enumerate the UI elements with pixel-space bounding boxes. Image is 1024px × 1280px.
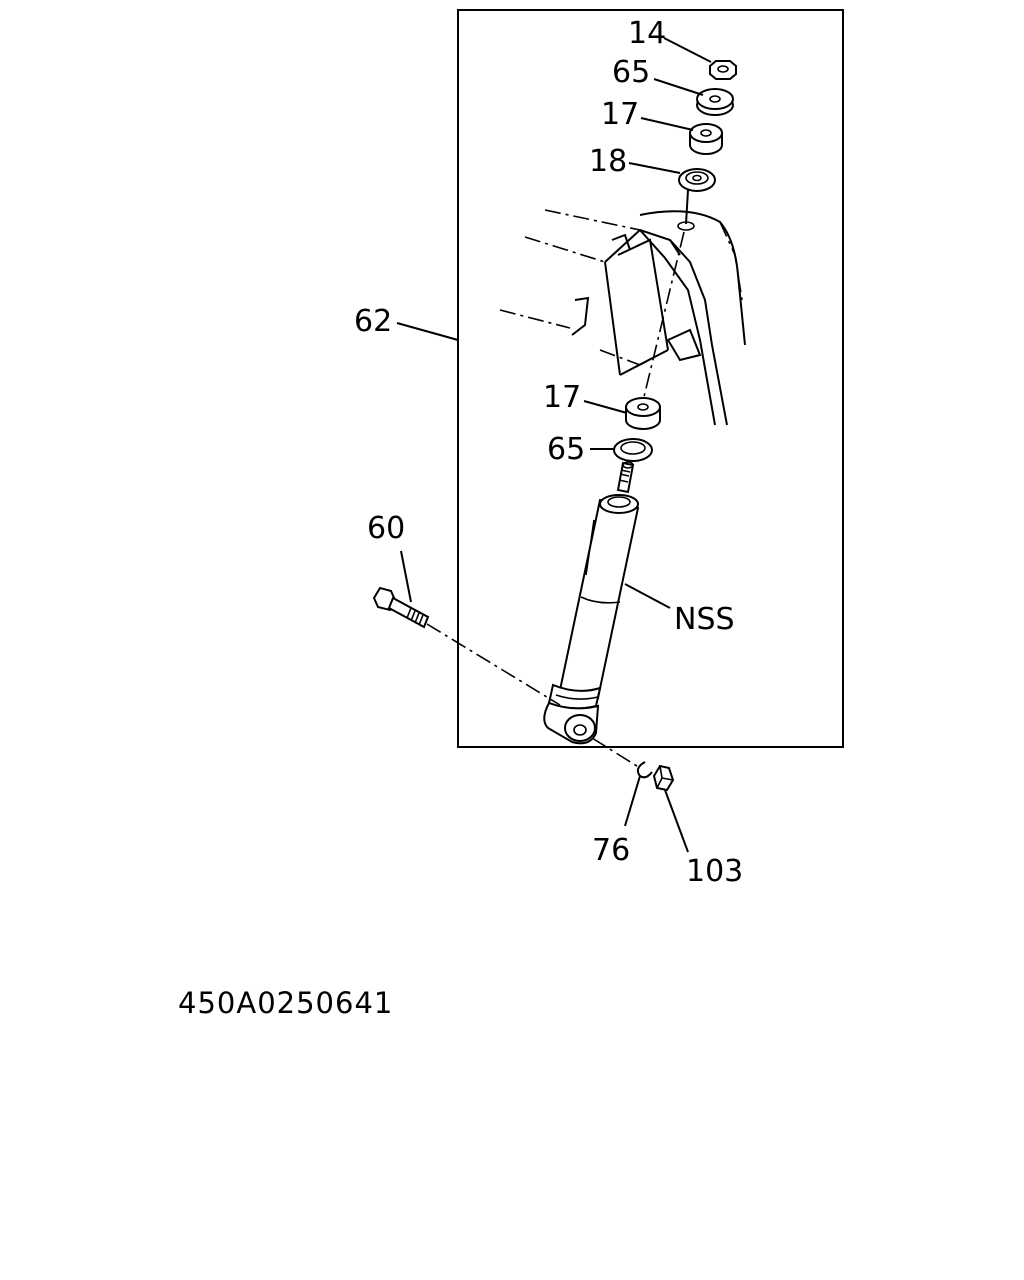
callout-14: 14 xyxy=(628,16,666,51)
nut-bottom xyxy=(652,764,675,792)
bushing-top xyxy=(689,123,723,155)
callout-65-top: 65 xyxy=(612,55,650,90)
leader-lines xyxy=(396,37,712,853)
callout-17-top: 17 xyxy=(601,97,639,132)
bolt xyxy=(372,586,430,629)
retainer xyxy=(678,168,716,192)
callout-76: 76 xyxy=(592,833,630,868)
shock-mount-bracket xyxy=(499,209,746,426)
callout-65-lower: 65 xyxy=(547,432,585,467)
callout-62: 62 xyxy=(354,304,392,339)
assembly-frame xyxy=(457,9,844,748)
lock-washer xyxy=(636,761,653,779)
callout-18: 18 xyxy=(589,144,627,179)
washer-top xyxy=(696,88,734,116)
callout-103: 103 xyxy=(686,854,743,889)
callout-60: 60 xyxy=(367,511,405,546)
callout-nss: NSS xyxy=(674,602,735,637)
callout-17-lower: 17 xyxy=(543,380,581,415)
bushing-lower xyxy=(625,397,661,430)
nut-top xyxy=(709,60,737,80)
diagram-reference-code: 450A0250641 xyxy=(178,986,393,1020)
washer-lower xyxy=(613,438,653,462)
shock-absorber xyxy=(543,461,640,745)
